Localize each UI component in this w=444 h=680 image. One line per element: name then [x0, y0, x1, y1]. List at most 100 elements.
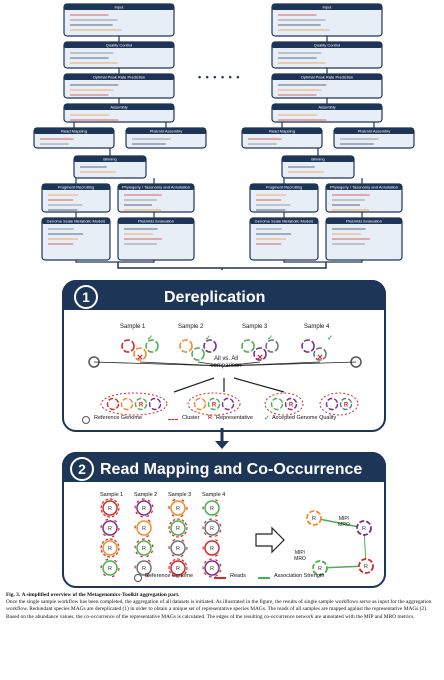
derep-comparison-label: All vs. All comparison	[210, 356, 242, 369]
read-mapping-title: Read Mapping and Co-Occurrence	[100, 461, 363, 478]
left-box-header-assembly	[64, 104, 174, 110]
left-box-title-binning: Binning	[103, 157, 116, 162]
rm-read	[111, 515, 115, 518]
right-box-title-genome_scale: Genome Scale Metabolic Models	[255, 219, 314, 224]
rm-read	[171, 514, 175, 517]
rm-read	[219, 563, 222, 567]
rm-read	[140, 555, 144, 558]
rm-read	[100, 549, 103, 553]
rm-genome	[102, 520, 118, 536]
rm-read	[214, 514, 218, 517]
rm-read	[184, 571, 187, 575]
rm-read	[111, 535, 115, 538]
rm-read	[115, 512, 119, 515]
caption-label: Fig. 3.	[6, 592, 21, 598]
derep-cluster-member	[221, 397, 235, 411]
rm-network-node	[306, 510, 322, 526]
derep-sample-1-label: Sample 1	[120, 324, 146, 330]
left-box-header-read_mapping	[34, 128, 114, 134]
legend-accepted-quality-label: Accepted Genome Quality	[272, 415, 337, 421]
derep-sample-4-label: Sample 4	[304, 324, 330, 330]
rm-read	[147, 559, 151, 563]
rm-genome	[170, 520, 186, 536]
rm-representative-marker: R	[142, 526, 146, 532]
rm-legend-reference-label: Reference Genome	[145, 573, 193, 579]
rm-legend-reference-icon	[134, 574, 142, 582]
derep-accepted-icon: ✓	[147, 335, 153, 342]
right-connector	[283, 260, 363, 263]
rm-read	[117, 543, 120, 547]
derep-genome-2	[191, 347, 205, 361]
left-box-header-quality_control	[64, 42, 174, 48]
rm-read	[111, 555, 115, 558]
dereplication-header	[62, 280, 386, 310]
rm-read	[168, 570, 172, 574]
rm-representative-marker: R	[210, 526, 214, 532]
rm-genome	[136, 540, 152, 556]
read-mapping-number: 2	[78, 461, 86, 477]
rm-read	[184, 531, 187, 535]
rm-read	[114, 559, 117, 563]
derep-genome-3	[265, 339, 279, 353]
derep-rejected-icon: ✕	[317, 353, 324, 362]
derep-cluster-member	[120, 397, 134, 411]
rm-representative-marker: R	[142, 566, 146, 572]
right-box-header-plasmid_assembly	[334, 128, 414, 134]
rm-read	[114, 519, 117, 523]
rm-read	[150, 550, 154, 554]
derep-compare-arrow	[139, 361, 225, 367]
rm-read	[103, 513, 106, 517]
derep-compare-arrow	[223, 361, 357, 367]
right-box-title-plasmid_assembly: Plasmid Assembly	[358, 129, 390, 134]
derep-representative-marker: R	[289, 403, 294, 409]
rm-read	[172, 538, 176, 542]
rm-genome	[102, 540, 118, 556]
derep-accepted-icon: ✓	[205, 335, 211, 342]
rm-network-node	[312, 560, 328, 576]
right-box-title-binning: Binning	[311, 157, 324, 162]
left-box-title-plasmids_eval: Plasmids Evaluation	[138, 219, 174, 224]
rm-representative-marker: R	[108, 526, 112, 532]
rm-representative-marker: R	[108, 546, 112, 552]
rm-read	[103, 573, 106, 577]
rm-read	[103, 553, 106, 557]
derep-legend: Reference Genome Cluster R Representativ…	[82, 415, 382, 425]
derep-cluster-member	[270, 397, 284, 411]
right-box-header-genome_scale	[250, 218, 318, 224]
right-box-header-input	[272, 4, 382, 10]
right-box-title-quality_control: Quality Control	[314, 43, 341, 48]
rm-network-node-label: R	[318, 566, 322, 572]
derep-sample-2-label: Sample 2	[178, 324, 204, 330]
derep-cluster-member	[339, 397, 353, 411]
derep-output-arrow	[173, 377, 215, 393]
rm-transform-arrow	[255, 526, 285, 554]
rm-network-node-label: R	[364, 564, 368, 570]
rm-read	[203, 532, 207, 536]
left-box-title-read_mapping: Read Mapping	[61, 129, 87, 134]
rm-read	[214, 574, 218, 577]
right-box-header-phylogeny	[326, 184, 402, 190]
rm-edge-label-2: MIP/ MRO	[294, 550, 306, 562]
rm-genome	[204, 520, 220, 536]
rm-sample-4-label: Sample 4	[202, 492, 226, 498]
left-box-title-genome_scale: Genome Scale Metabolic Models	[47, 219, 106, 224]
derep-cluster-member	[134, 397, 148, 411]
rm-genome	[170, 500, 186, 516]
left-box-title-optimal_peak_rate: Optimal Peak Rate Prediction	[93, 75, 145, 80]
derep-cluster-member	[148, 397, 162, 411]
rm-genome	[102, 560, 118, 576]
derep-representative-marker: R	[344, 403, 349, 409]
left-box-header-optimal_peak_rate	[64, 74, 174, 80]
rm-genome	[204, 560, 220, 576]
rm-read	[136, 500, 140, 503]
rm-read	[219, 523, 222, 527]
rm-representative-marker: R	[142, 506, 146, 512]
rm-genome	[204, 540, 220, 556]
right-box-title-read_mapping: Read Mapping	[269, 129, 295, 134]
right-box-title-plasmids_eval: Plasmids Evaluation	[346, 219, 382, 224]
rm-read	[114, 539, 117, 543]
